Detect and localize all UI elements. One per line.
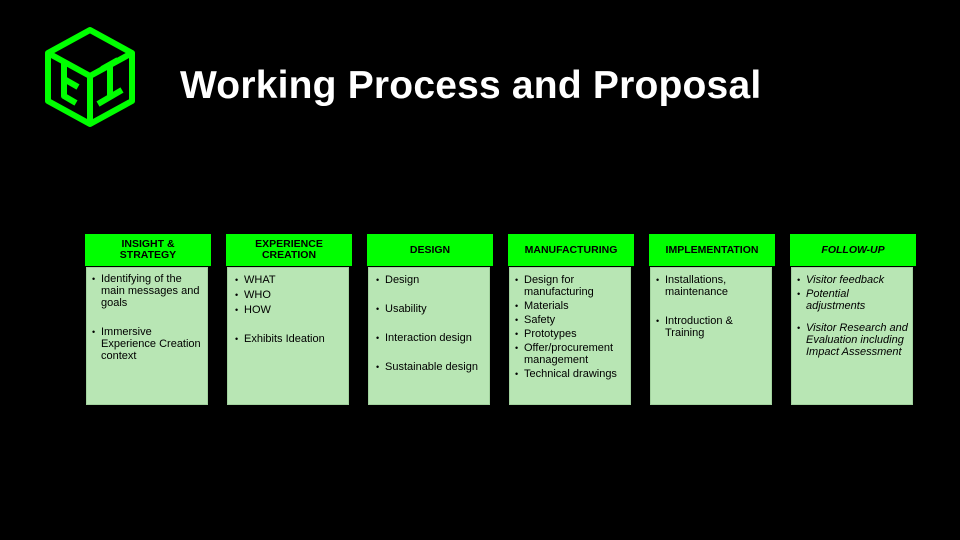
list-item: WHAT: [235, 274, 345, 286]
process-step-insight-strategy: INSIGHT & STRATEGY Identifying of the ma…: [85, 234, 211, 408]
list-item: Visitor Research and Evaluation includin…: [797, 322, 909, 358]
step-body: Visitor feedback Potential adjustments V…: [791, 267, 913, 405]
step-body: Installations, maintenance Introduction …: [650, 267, 772, 405]
list-item: Interaction design: [376, 332, 486, 344]
step-header: FOLLOW-UP: [790, 234, 916, 266]
list-item: Sustainable design: [376, 361, 486, 373]
step-header-label: DESIGN: [409, 243, 451, 256]
list-item: WHO: [235, 289, 345, 301]
list-item: Technical drawings: [515, 368, 627, 380]
process-step-follow-up: FOLLOW-UP Visitor feedback Potential adj…: [790, 234, 916, 408]
step-header: IMPLEMENTATION: [649, 234, 775, 266]
list-item: Design for manufacturing: [515, 274, 627, 298]
process-step-experience-creation: EXPERIENCE CREATION WHAT WHO HOW Exhibit…: [226, 234, 352, 408]
hexagonal-cube-logo-icon: [45, 27, 135, 127]
process-step-design: DESIGN Design Usability Interaction desi…: [367, 234, 493, 408]
step-body: Design for manufacturing Materials Safet…: [509, 267, 631, 405]
list-item: Exhibits Ideation: [235, 333, 345, 345]
list-item: Potential adjustments: [797, 288, 909, 312]
list-item: HOW: [235, 304, 345, 316]
process-step-implementation: IMPLEMENTATION Installations, maintenanc…: [649, 234, 775, 408]
step-header: MANUFACTURING: [508, 234, 634, 266]
process-columns: INSIGHT & STRATEGY Identifying of the ma…: [85, 234, 916, 408]
step-header: INSIGHT & STRATEGY: [85, 234, 211, 266]
step-header-label: INSIGHT & STRATEGY: [119, 238, 177, 261]
step-header-label: EXPERIENCE CREATION: [255, 238, 323, 261]
list-item: Offer/procurement management: [515, 342, 627, 366]
process-step-manufacturing: MANUFACTURING Design for manufacturing M…: [508, 234, 634, 408]
step-body: Identifying of the main messages and goa…: [86, 267, 208, 405]
list-item: Immersive Experience Creation context: [92, 326, 204, 362]
list-item: Materials: [515, 300, 627, 312]
list-item: Identifying of the main messages and goa…: [92, 273, 204, 309]
list-item: Safety: [515, 314, 627, 326]
step-header-label: MANUFACTURING: [524, 243, 618, 256]
list-item: Visitor feedback: [797, 274, 909, 286]
step-body: WHAT WHO HOW Exhibits Ideation: [227, 267, 349, 405]
list-item: Installations, maintenance: [656, 274, 768, 298]
step-header-label: FOLLOW-UP: [821, 243, 885, 256]
step-header: DESIGN: [367, 234, 493, 266]
list-item: Usability: [376, 303, 486, 315]
list-item: Prototypes: [515, 328, 627, 340]
step-body: Design Usability Interaction design Sust…: [368, 267, 490, 405]
step-header-label: IMPLEMENTATION: [665, 243, 759, 256]
list-item: Design: [376, 274, 486, 286]
step-header: EXPERIENCE CREATION: [226, 234, 352, 266]
page-title: Working Process and Proposal: [180, 64, 762, 107]
list-item: Introduction & Training: [656, 315, 768, 339]
